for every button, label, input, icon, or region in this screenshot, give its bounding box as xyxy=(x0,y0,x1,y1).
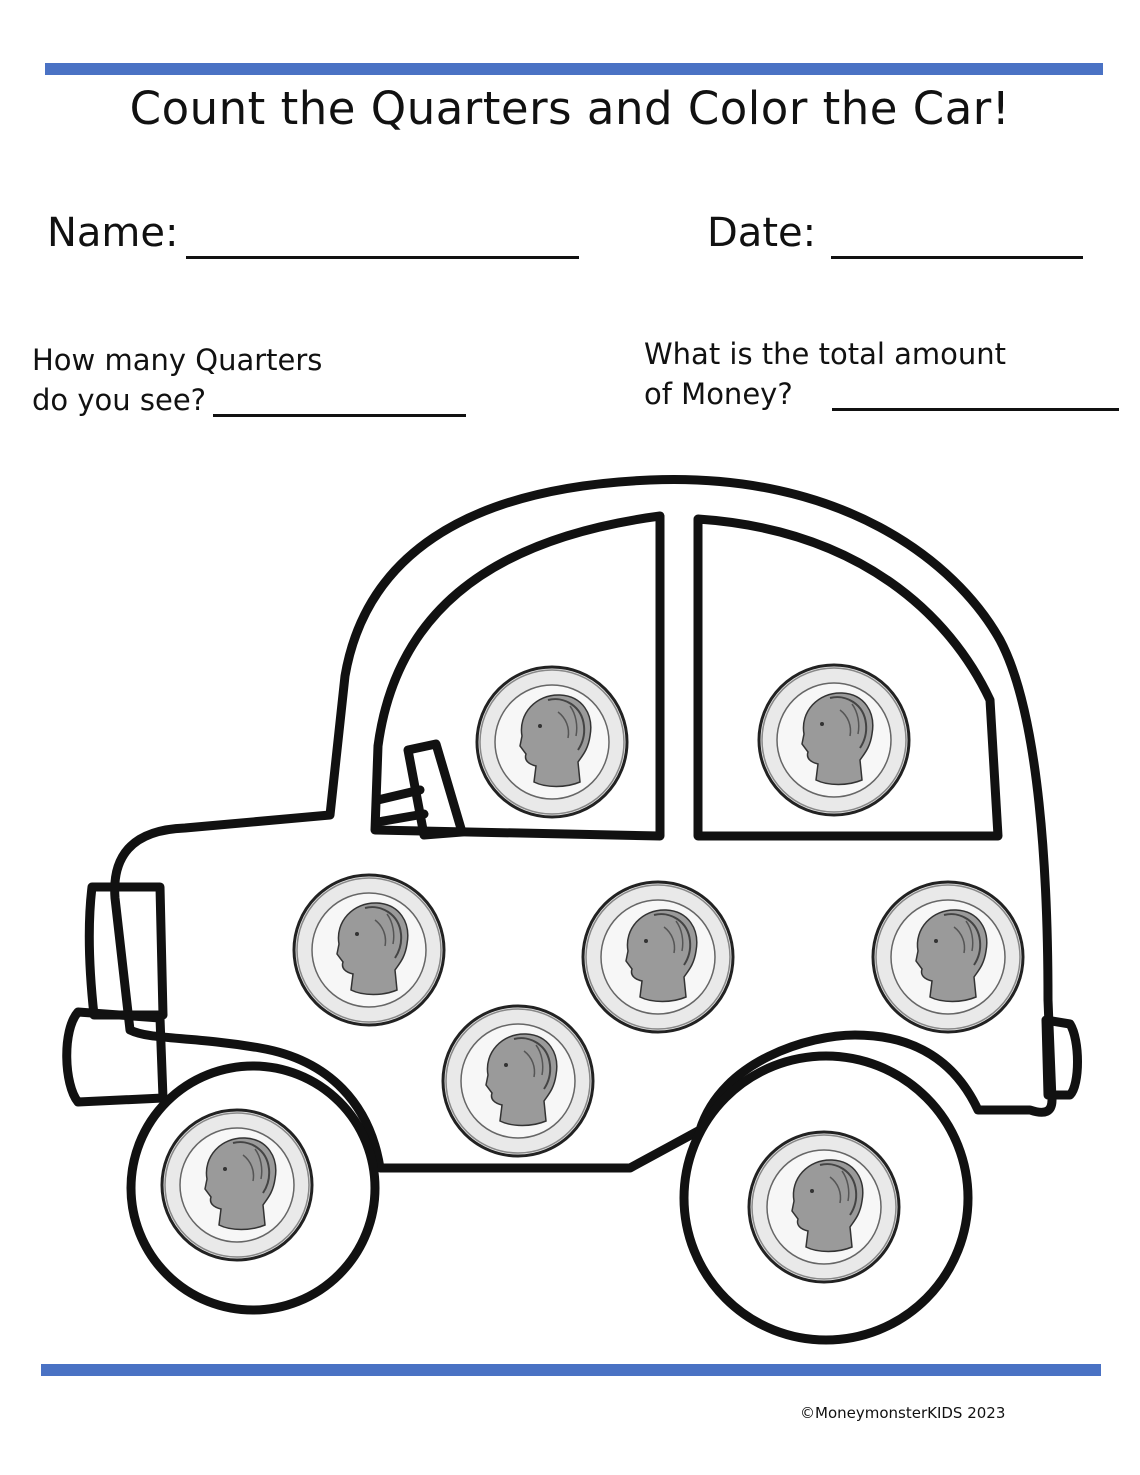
total-money-question-line1: What is the total amount xyxy=(644,337,1007,371)
quarter-coin-icon xyxy=(289,870,449,1030)
quarter-coin-icon xyxy=(157,1105,317,1265)
quarter-coin-icon xyxy=(438,1001,598,1161)
quarter-coin-icon xyxy=(754,660,914,820)
rear-bumper xyxy=(62,1007,168,1107)
total-money-question: What is the total amount of Money? xyxy=(644,334,1006,414)
quarter-coin-icon xyxy=(578,877,738,1037)
quarter-count-question: How many Quarters do you see? xyxy=(32,340,322,420)
copyright-footer: ©MoneymonsterKIDS 2023 xyxy=(800,1404,1006,1422)
total-money-question-line2: of Money? xyxy=(644,377,793,411)
quarter-coin-icon xyxy=(744,1127,904,1287)
name-label: Name: xyxy=(47,210,179,256)
quarter-count-question-line1: How many Quarters xyxy=(32,343,323,377)
quarter-count-answer-field[interactable] xyxy=(213,414,466,417)
total-money-answer-field[interactable] xyxy=(832,408,1119,411)
front-bumper xyxy=(1041,1015,1082,1100)
quarter-count-question-line2: do you see? xyxy=(32,383,207,417)
front-window xyxy=(693,514,1003,841)
quarter-coin-icon xyxy=(472,662,632,822)
date-label: Date: xyxy=(707,210,817,256)
rear-window xyxy=(370,511,665,841)
car-outline xyxy=(62,474,1082,1345)
car-body xyxy=(110,474,1057,1173)
quarter-coin-icon xyxy=(868,877,1028,1037)
name-field[interactable] xyxy=(186,256,579,259)
steering-column xyxy=(373,785,429,827)
steering-wheel xyxy=(403,739,467,840)
top-divider xyxy=(45,63,1103,75)
worksheet-title: Count the Quarters and Color the Car! xyxy=(129,82,1011,135)
date-field[interactable] xyxy=(831,256,1083,259)
bottom-divider xyxy=(41,1364,1101,1376)
